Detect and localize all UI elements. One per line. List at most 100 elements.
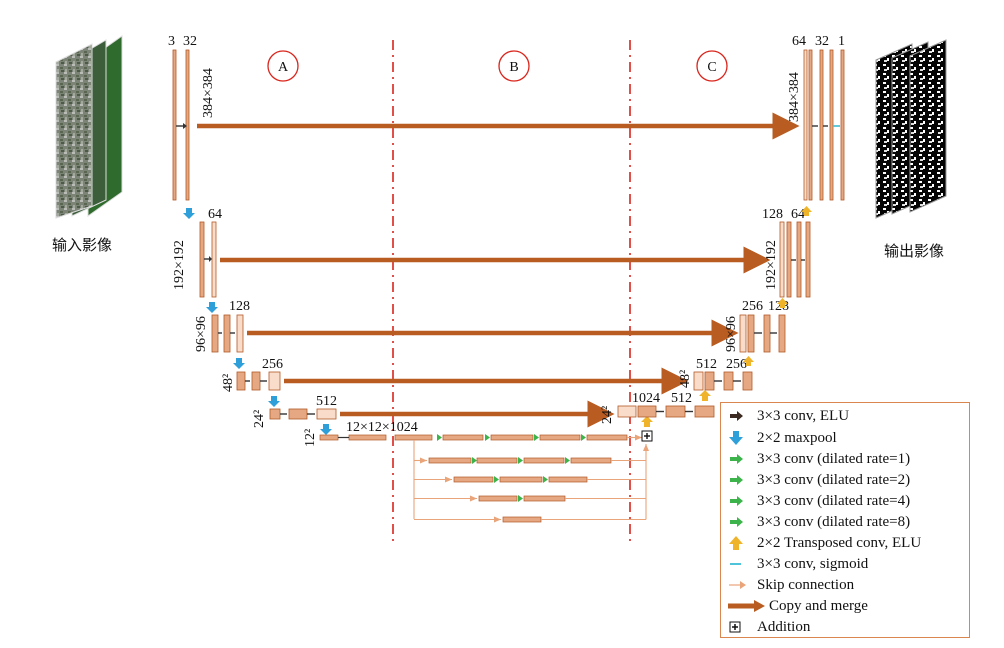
- dec-l4-ch-b: 256: [726, 357, 747, 372]
- legend-label: 3×3 conv (dilated rate=4): [757, 492, 911, 509]
- maxpool-arrow-icon: [727, 428, 757, 448]
- enc-l5-size: 24²: [252, 410, 267, 428]
- enc-l6-size: 12²: [303, 429, 318, 447]
- enc-l4-size: 48²: [221, 374, 236, 392]
- dilated-conv-arrows: [437, 434, 586, 502]
- legend-label: 3×3 conv (dilated rate=1): [757, 450, 911, 467]
- enc-l3-size: 96×96: [194, 316, 209, 352]
- maxpool-arrow-icon: [183, 208, 195, 219]
- legend-label: Addition: [757, 618, 811, 635]
- copy-merge-arrow-icon: [727, 596, 769, 616]
- legend-item: 2×2 Transposed conv, ELU: [727, 532, 921, 554]
- legend-label: 3×3 conv (dilated rate=2): [757, 471, 911, 488]
- legend-label: Copy and merge: [769, 597, 868, 614]
- enc-l1-size: 384×384: [201, 68, 216, 118]
- legend-item: 3×3 conv (dilated rate=2): [727, 469, 910, 491]
- maxpool-arrow-icon: [268, 396, 280, 407]
- enc-l1-ch-a: 3: [168, 34, 175, 49]
- legend-item: 3×3 conv, sigmoid: [727, 553, 868, 575]
- decoder-level-4: [693, 371, 753, 391]
- enc-l5-ch: 512: [316, 394, 337, 409]
- green-arrow-icon: [727, 449, 757, 469]
- dec-l3-ch-b: 128: [768, 299, 789, 314]
- enc-l4-ch: 256: [262, 357, 283, 372]
- transposed-arrow-icon: [727, 533, 757, 553]
- enc-l2-ch: 64: [208, 207, 222, 222]
- dark-arrow-icon: [727, 406, 757, 426]
- svg-text:A: A: [278, 60, 289, 75]
- legend-label: 3×3 conv, sigmoid: [757, 555, 869, 572]
- dec-l2-size: 192×192: [764, 240, 779, 290]
- legend-label: 3×3 conv, ELU: [757, 407, 850, 424]
- section-marker-b: B: [498, 50, 530, 82]
- legend-item: 3×3 conv (dilated rate=8): [727, 511, 910, 533]
- legend: 3×3 conv, ELU 2×2 maxpool 3×3 conv (dila…: [720, 402, 970, 638]
- maxpool-arrow-icon: [206, 302, 218, 313]
- decoder-level-3: [739, 314, 786, 353]
- dec-l2-ch-a: 128: [762, 207, 783, 222]
- skip-connections: [413, 434, 649, 523]
- legend-label: 2×2 maxpool: [757, 429, 837, 446]
- encoder-level-1: [172, 49, 190, 201]
- transposed-arrow-icon: [699, 390, 711, 401]
- dec-l1-ch-b: 32: [815, 34, 829, 49]
- enc-l2-size: 192×192: [172, 240, 187, 290]
- decoder-level-1: [803, 49, 845, 201]
- input-image-label: 输入影像: [52, 236, 112, 254]
- svg-text:C: C: [707, 60, 716, 75]
- transposed-arrow-icon: [777, 298, 788, 308]
- encoder-level-4: [236, 371, 281, 391]
- dec-l3-size: 96×96: [724, 316, 739, 352]
- dec-l4-size: 48²: [678, 370, 693, 388]
- bottleneck-main-chain: [319, 434, 628, 441]
- legend-item: Skip connection: [727, 574, 854, 596]
- legend-item: 2×2 maxpool: [727, 427, 837, 449]
- bottleneck-label: 12×12×1024: [346, 420, 418, 435]
- output-image-stack: [875, 39, 947, 219]
- dec-l5-size: 24²: [600, 406, 615, 424]
- dec-l4-ch-a: 512: [696, 357, 717, 372]
- dilated-branches: [428, 457, 612, 523]
- green-arrow-icon: [727, 491, 757, 511]
- transposed-arrow-icon: [641, 416, 653, 427]
- dec-l1-ch-a: 64: [792, 34, 806, 49]
- dec-l5-ch-b: 512: [671, 391, 692, 406]
- svg-text:B: B: [509, 60, 518, 75]
- addition-icon: [641, 430, 653, 442]
- addition-icon: [727, 617, 757, 637]
- transposed-arrow-icon: [743, 356, 754, 366]
- legend-item: 3×3 conv (dilated rate=4): [727, 490, 910, 512]
- skip-arrow-icon: [727, 575, 757, 595]
- dec-l2-ch-b: 64: [791, 207, 805, 222]
- legend-item: Addition: [727, 616, 810, 638]
- green-arrow-icon: [727, 470, 757, 490]
- legend-item: 3×3 conv (dilated rate=1): [727, 448, 910, 470]
- sigmoid-dash-icon: [727, 554, 757, 574]
- enc-l3-ch: 128: [229, 299, 250, 314]
- maxpool-arrow-icon: [233, 358, 245, 369]
- section-marker-c: C: [696, 50, 728, 82]
- maxpool-arrow-icon: [320, 424, 332, 435]
- dec-l1-ch-c: 1: [838, 34, 845, 49]
- encoder-level-2: [199, 221, 217, 298]
- legend-label: 2×2 Transposed conv, ELU: [757, 534, 922, 551]
- output-image-label: 输出影像: [884, 242, 944, 260]
- legend-item: 3×3 conv, ELU: [727, 405, 849, 427]
- legend-label: 3×3 conv (dilated rate=8): [757, 513, 911, 530]
- decoder-level-5: [617, 405, 715, 418]
- copy-merge-arrows: [197, 112, 800, 428]
- dec-l1-size: 384×384: [787, 72, 802, 122]
- section-marker-a: A: [267, 50, 299, 82]
- legend-item: Copy and merge: [727, 595, 868, 617]
- encoder-level-5: [269, 408, 337, 420]
- dec-l3-ch-a: 256: [742, 299, 763, 314]
- encoder-level-3: [211, 314, 244, 353]
- transposed-arrow-icon: [801, 206, 812, 216]
- decoder-level-2: [779, 221, 811, 298]
- green-arrow-icon: [727, 512, 757, 532]
- enc-l1-ch-b: 32: [183, 34, 197, 49]
- legend-label: Skip connection: [757, 576, 855, 593]
- input-image-stack: [55, 35, 123, 219]
- dec-l5-ch-a: 1024: [632, 391, 660, 406]
